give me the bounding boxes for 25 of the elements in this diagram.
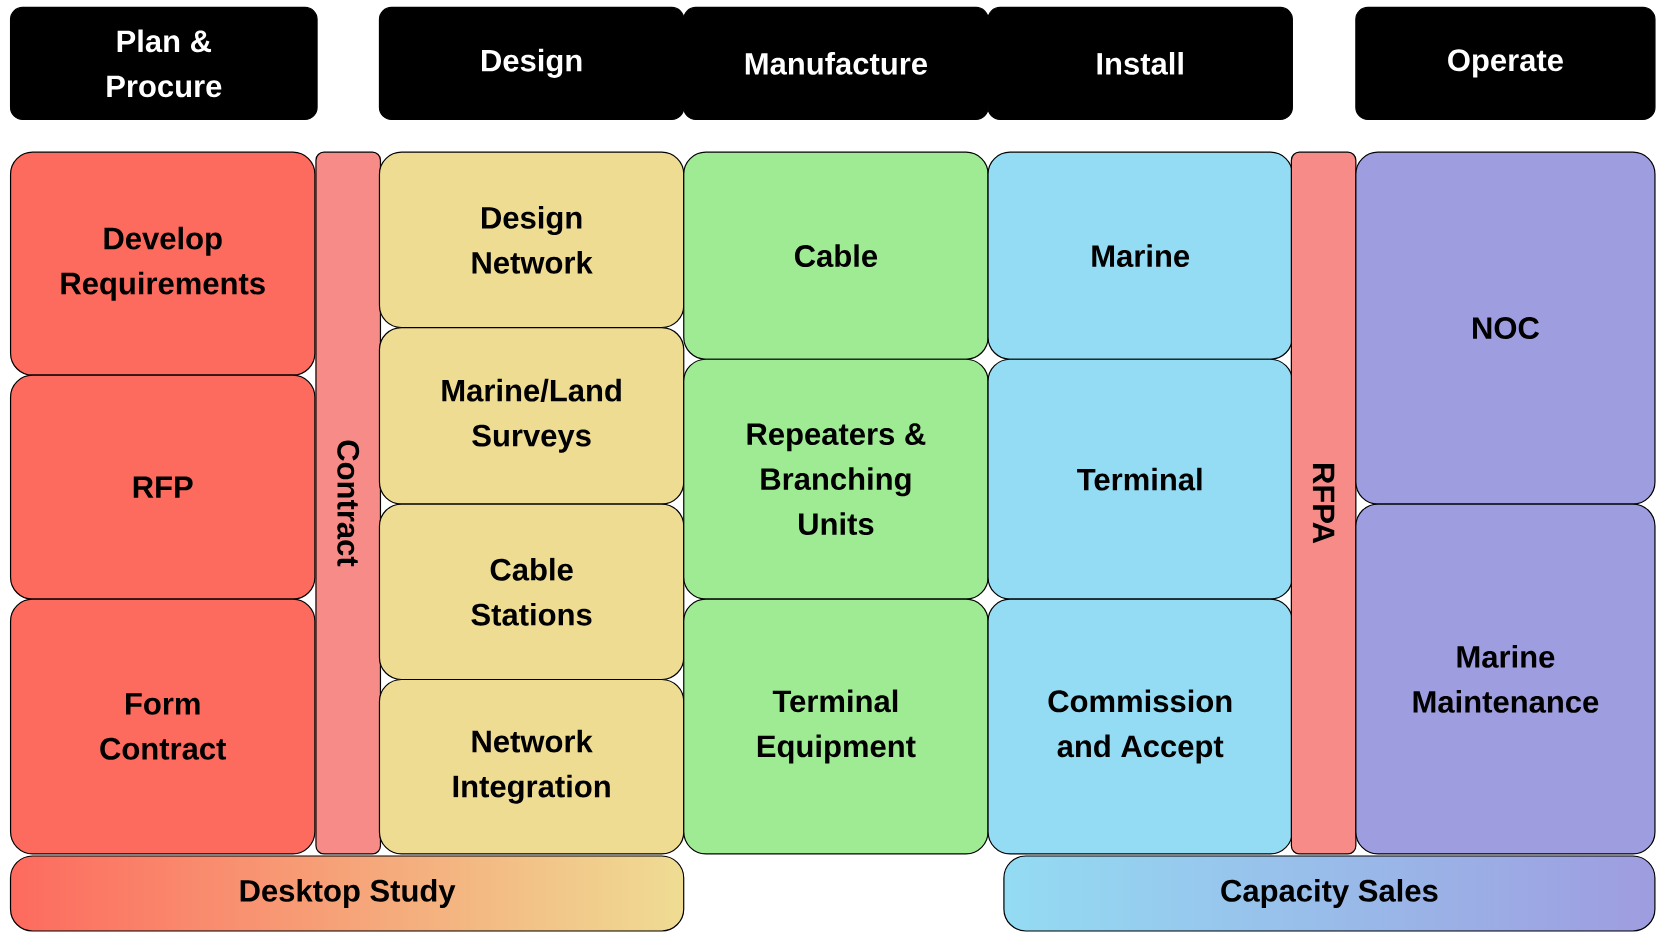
milestone-bar: RFPA xyxy=(1290,151,1357,855)
phase-header: Design xyxy=(378,6,685,120)
process-box: Design Network xyxy=(378,151,685,329)
process-box: Cable Stations xyxy=(378,503,685,681)
gradient-band: Desktop Study xyxy=(9,855,685,932)
process-box: Marine Maintenance xyxy=(1355,503,1656,855)
process-box: Network Integration xyxy=(378,678,685,855)
phase-header: Plan & Procure xyxy=(9,6,318,120)
process-box: Repeaters & Branching Units xyxy=(683,358,989,600)
process-box: Commission and Accept xyxy=(987,598,1293,855)
process-box: Terminal xyxy=(987,358,1293,600)
node-label: NOC xyxy=(1473,317,1540,340)
milestone-bar: Contract xyxy=(315,151,382,855)
process-box: RFP xyxy=(9,374,316,600)
phase-header: Operate xyxy=(1355,6,1656,120)
process-box: NOC xyxy=(1355,151,1656,505)
phase-header: Manufacture xyxy=(683,6,989,120)
process-box: Marine xyxy=(987,151,1293,360)
process-box: Develop Requirements xyxy=(9,151,316,376)
process-box: Cable xyxy=(683,151,989,360)
process-box: Marine/Land Surveys xyxy=(378,326,685,505)
process-box: Form Contract xyxy=(9,598,316,855)
process-box: Terminal Equipment xyxy=(683,598,989,855)
gradient-band: Capacity Sales xyxy=(1003,855,1656,932)
phase-header: Install xyxy=(987,6,1293,120)
